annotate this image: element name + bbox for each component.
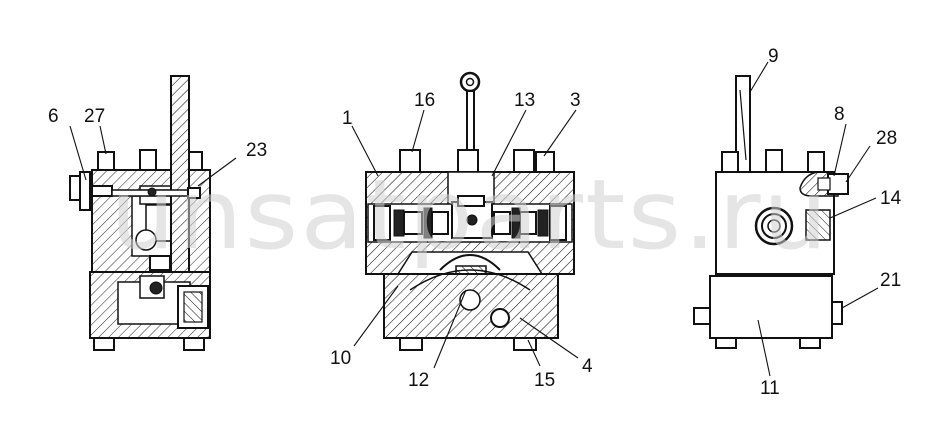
callout-8: 8 bbox=[834, 104, 845, 125]
watermark: unsatparts.ru bbox=[110, 159, 830, 271]
callout-11: 11 bbox=[760, 378, 780, 399]
callout-14: 14 bbox=[880, 188, 902, 209]
callouts: 6 27 23 1 16 13 3 10 12 15 4 9 8 28 14 2… bbox=[48, 46, 902, 399]
callout-1: 1 bbox=[342, 108, 353, 129]
callout-16: 16 bbox=[414, 90, 435, 111]
callout-21: 21 bbox=[880, 270, 901, 291]
callout-9: 9 bbox=[768, 46, 779, 67]
callout-28: 28 bbox=[876, 128, 897, 149]
callout-15: 15 bbox=[534, 370, 555, 391]
callout-6: 6 bbox=[48, 106, 59, 127]
callout-23: 23 bbox=[246, 140, 267, 161]
leader-lines bbox=[69, 61, 879, 377]
callout-10: 10 bbox=[330, 348, 351, 369]
center-front-view bbox=[365, 71, 575, 351]
callout-4: 4 bbox=[582, 356, 593, 377]
callout-12: 12 bbox=[408, 370, 429, 391]
left-side-view bbox=[69, 75, 211, 351]
callout-27: 27 bbox=[84, 106, 105, 127]
right-side-view bbox=[693, 75, 849, 349]
callout-3: 3 bbox=[570, 90, 581, 111]
callout-13: 13 bbox=[514, 90, 535, 111]
